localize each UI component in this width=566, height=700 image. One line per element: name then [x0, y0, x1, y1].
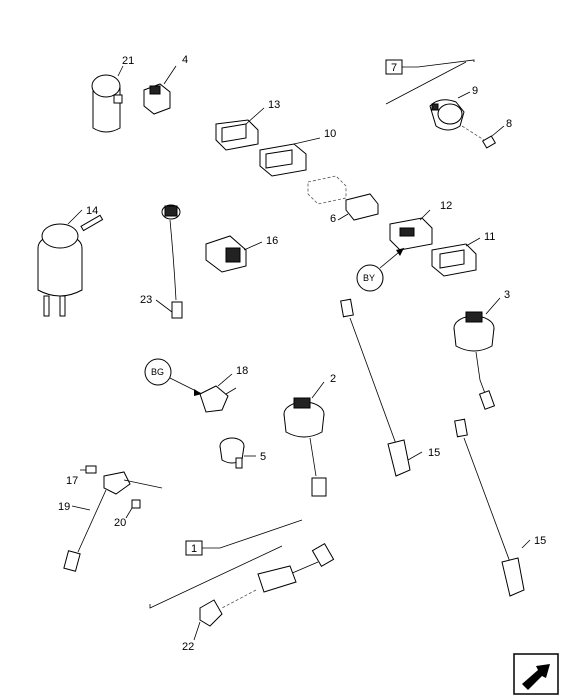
callout-23: 23: [140, 294, 152, 306]
callout-16: 16: [266, 235, 278, 247]
part-23-harness: [155, 204, 183, 319]
callout-14: 14: [86, 205, 98, 217]
part-13-rocker-switch: [215, 107, 265, 151]
callout-18: 18: [236, 365, 248, 377]
callout-15b: 15: [534, 535, 546, 547]
part-3-rotary-switch: [453, 297, 501, 410]
part-9-round-switch: [429, 91, 471, 131]
reference-circle-bg-label: BG: [151, 367, 164, 377]
callout-13: 13: [268, 99, 280, 111]
callout-15a: 15: [428, 447, 440, 459]
callout-10: 10: [324, 128, 336, 140]
callout-12: 12: [440, 200, 452, 212]
part-10-rocker-switch: [259, 137, 321, 177]
callout-5: 5: [260, 451, 266, 463]
part-14-power-socket: [37, 209, 104, 317]
part-5-push-button: [219, 437, 256, 469]
group-box-1-label: 1: [191, 543, 197, 555]
part-17-bolt: [80, 465, 97, 474]
callout-2: 2: [330, 373, 336, 385]
part-18-actuator: [199, 373, 237, 413]
callout-9: 9: [472, 85, 478, 97]
reference-circle-bg: [144, 358, 172, 386]
part-4-switch: [143, 65, 177, 115]
callout-6: 6: [330, 213, 336, 225]
group-box-7-label: 7: [391, 62, 397, 74]
part-12-switch: [389, 209, 433, 251]
reference-circle-by-label: BY: [363, 273, 375, 283]
part-11-rocker-switch: [431, 237, 481, 277]
callout-17: 17: [66, 475, 78, 487]
callout-8: 8: [506, 118, 512, 130]
part-6-blank-plate: [337, 193, 379, 221]
callout-19: 19: [58, 501, 70, 513]
callout-3: 3: [504, 289, 510, 301]
part-19-lever-switch: [63, 471, 163, 572]
part-8-screw: [461, 125, 505, 149]
callout-4: 4: [182, 54, 188, 66]
part-15-probe-a: [340, 298, 423, 477]
part-22-knob-assembly: [193, 543, 335, 641]
part-21-cover: [91, 65, 124, 133]
part-15-probe-b: [454, 418, 531, 597]
part-2-rotary-switch: [283, 381, 327, 497]
part-16-sensor: [205, 235, 263, 273]
callout-22: 22: [182, 641, 194, 653]
part-20-nut: [125, 499, 141, 519]
callout-11: 11: [484, 231, 495, 243]
callout-21: 21: [122, 55, 134, 67]
arrow-direction-icon[interactable]: [513, 653, 559, 695]
reference-circle-by: [356, 264, 384, 292]
callout-20: 20: [114, 517, 126, 529]
